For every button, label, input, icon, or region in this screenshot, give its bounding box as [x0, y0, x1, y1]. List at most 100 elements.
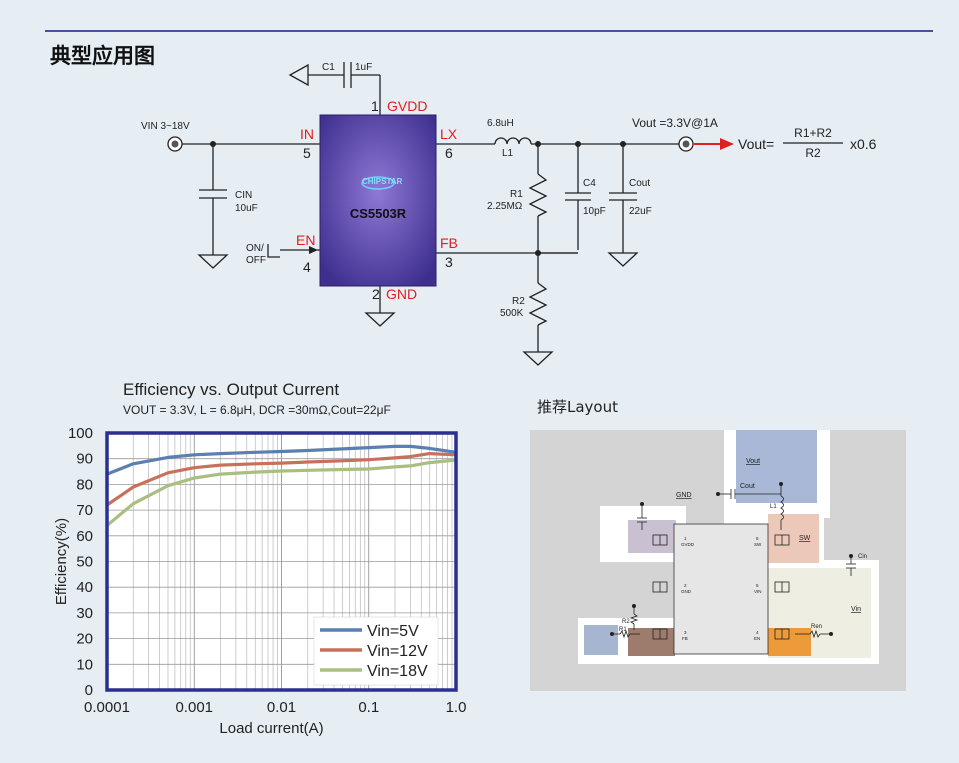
layout-gnd: GND [676, 492, 692, 499]
svg-text:3: 3 [684, 630, 687, 635]
x-tick-label: 1.0 [446, 699, 467, 716]
legend-label-2: Vin=12V [367, 643, 428, 660]
y-tick-label: 40 [76, 579, 93, 596]
pin-gnd-num: 2 [372, 286, 380, 302]
c1-label: C1 [322, 62, 335, 73]
x-tick-label: 0.0001 [84, 699, 130, 716]
formula-lhs: Vout= [738, 136, 774, 152]
fb-pad [628, 628, 675, 656]
pin-fb-label: FB [440, 235, 458, 251]
y-tick-label: 50 [76, 554, 93, 571]
legend-label-1: Vin=5V [367, 623, 419, 640]
pin-in-num: 5 [303, 145, 311, 161]
cout-label: Cout [629, 178, 650, 189]
r1-value: 2.25MΩ [487, 201, 523, 212]
r1-pad [584, 625, 618, 655]
formula-numerator: R1+R2 [794, 126, 832, 140]
c4-value: 10pF [583, 206, 606, 217]
layout-l1: L1 [770, 504, 777, 510]
layout-pin-gvdd: GVDD [681, 542, 695, 547]
cout-value: 22uF [629, 206, 652, 217]
layout-sw: SW [799, 535, 811, 542]
l1-label: L1 [502, 148, 514, 159]
layout-r1: R1 [619, 627, 627, 633]
onoff-label-1: ON/ [246, 243, 264, 254]
layout-r2: R2 [622, 619, 630, 625]
c1-value: 1uF [355, 62, 372, 73]
svg-text:6: 6 [756, 536, 759, 541]
header-rule [45, 30, 933, 32]
pin-lx-num: 6 [445, 145, 453, 161]
pin-gnd-label: GND [386, 286, 417, 302]
r1-label: R1 [510, 189, 523, 200]
sw-pad [768, 514, 819, 563]
pin-fb-num: 3 [445, 254, 453, 270]
onoff-label-2: OFF [246, 255, 266, 266]
y-tick-label: 20 [76, 631, 93, 648]
legend-box [313, 616, 439, 686]
layout-pin-vin: VIN [754, 589, 762, 594]
vout-pad [736, 430, 817, 503]
chart-title: Efficiency vs. Output Current [123, 380, 339, 399]
x-tick-label: 0.01 [267, 699, 296, 716]
pin-lx-label: LX [440, 126, 458, 142]
layout-title: 推荐Layout [537, 398, 618, 416]
chip-logo: CHIPSTAR [362, 177, 403, 186]
layout-ren: Ren [811, 624, 822, 630]
y-tick-label: 80 [76, 476, 93, 493]
layout-board [530, 430, 906, 691]
plot-area [107, 433, 456, 690]
x-axis-label: Load current(A) [219, 720, 323, 737]
layout-pin-en: EN [754, 636, 760, 641]
vin-area [768, 568, 871, 658]
y-axis-label: Efficiency(%) [53, 518, 70, 605]
y-tick-label: 0 [85, 682, 93, 699]
vin-label: VIN 3~18V [141, 121, 190, 132]
x-tick-label: 0.1 [358, 699, 379, 716]
l1-value: 6.8uH [487, 118, 514, 129]
en-pad [768, 628, 811, 656]
gvdd-pad [628, 520, 676, 553]
layout-pin-sw: SW [754, 542, 762, 547]
y-tick-label: 90 [76, 451, 93, 468]
svg-text:1: 1 [684, 536, 687, 541]
layout-vout: Vout [746, 458, 760, 465]
layout-pin-fb: FB [682, 636, 688, 641]
chart-subtitle: VOUT = 3.3V, L = 6.8μH, DCR =30mΩ,Cout=2… [123, 403, 391, 417]
layout-cin: Cin [858, 554, 867, 560]
formula-denominator: R2 [805, 146, 821, 160]
layout-pin-gnd: GND [681, 589, 692, 594]
chip-body [319, 114, 437, 287]
svg-text:4: 4 [756, 630, 759, 635]
layout-chip [673, 523, 769, 655]
y-tick-label: 70 [76, 502, 93, 519]
page-title: 典型应用图 [50, 44, 155, 68]
pin-gvdd-num: 1 [371, 98, 379, 114]
r2-value: 500K [500, 308, 524, 319]
y-tick-label: 30 [76, 605, 93, 622]
y-tick-label: 10 [76, 656, 93, 673]
y-tick-label: 60 [76, 528, 93, 545]
pin-in-label: IN [300, 126, 314, 142]
c4-label: C4 [583, 178, 596, 189]
y-tick-label: 100 [68, 425, 93, 442]
schematic: VIN 3~18V C1 1uF 1 GVDD IN 5 EN 4 2 GND … [141, 62, 877, 366]
cin-label: CIN [235, 190, 252, 201]
formula-multiplier: x0.6 [850, 136, 877, 152]
pin-en-label: EN [296, 232, 315, 248]
series-line-3 [105, 458, 458, 528]
chip-name: CS5503R [350, 206, 407, 221]
cin-value: 10uF [235, 203, 258, 214]
plot-frame [105, 431, 458, 692]
vout-label: Vout =3.3V@1A [632, 116, 718, 130]
r2-label: R2 [512, 296, 525, 307]
pin-en-num: 4 [303, 259, 311, 275]
legend-label-3: Vin=18V [367, 663, 428, 680]
layout-vin: Vin [851, 606, 861, 613]
x-tick-label: 0.001 [175, 699, 213, 716]
series-line-2 [105, 452, 458, 507]
layout-cout: Cout [740, 483, 755, 490]
pin-gvdd-label: GVDD [387, 98, 427, 114]
svg-text:2: 2 [684, 583, 687, 588]
svg-text:5: 5 [756, 583, 759, 588]
